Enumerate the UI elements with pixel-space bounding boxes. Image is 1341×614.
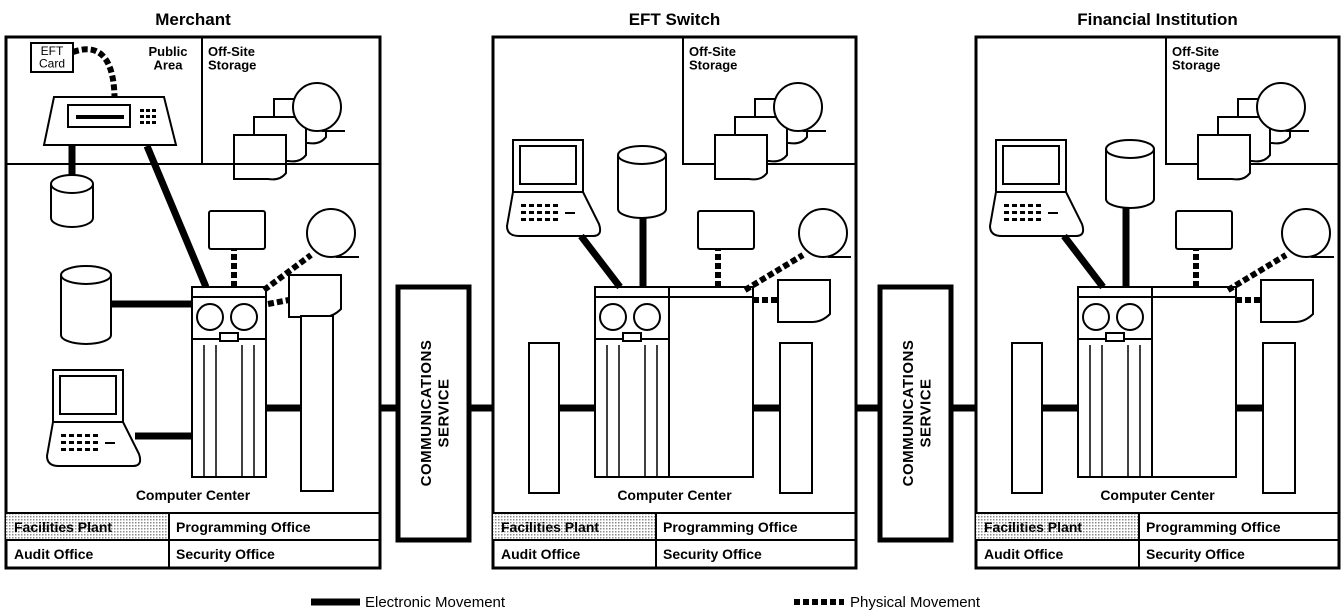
security-office-cell: Security Office <box>663 546 762 562</box>
mainframe-icon <box>192 287 266 477</box>
facilities-plant-cell: Facilities Plant <box>984 519 1082 535</box>
disk-drive-icon <box>51 175 93 227</box>
communications-service-box: COMMUNICATIONSSERVICE <box>398 287 469 540</box>
pos-terminal-icon <box>44 97 176 145</box>
electronic-movement-label: Electronic Movement <box>365 594 506 611</box>
communications-service-box: COMMUNICATIONSSERVICE <box>880 287 951 540</box>
printer-icon <box>1176 211 1232 249</box>
audit-office-cell: Audit Office <box>501 546 581 562</box>
computer-center-label: Computer Center <box>617 487 732 503</box>
facilities-plant-cell: Facilities Plant <box>501 519 599 535</box>
disk-drive-icon <box>1106 140 1154 208</box>
facilities-plant-cell: Facilities Plant <box>14 519 112 535</box>
modem-unit-icon <box>301 316 333 491</box>
computer-center-label: Computer Center <box>1100 487 1215 503</box>
audit-office-cell: Audit Office <box>14 546 94 562</box>
document-icon <box>1261 280 1313 322</box>
panel-title: EFT Switch <box>629 10 721 29</box>
document-icon <box>778 280 830 322</box>
modem-unit-icon <box>529 343 559 493</box>
physical-movement-label: Physical Movement <box>850 594 981 611</box>
printer-icon <box>698 211 754 249</box>
security-office-cell: Security Office <box>1146 546 1245 562</box>
panel-title: Merchant <box>155 10 231 29</box>
modem-unit-icon <box>780 343 812 493</box>
printer-icon <box>209 211 265 249</box>
disk-drive-icon <box>61 266 111 344</box>
mainframe-icon <box>595 287 753 477</box>
modem-unit-icon <box>1012 343 1042 493</box>
document-icon <box>289 275 341 317</box>
panel-title: Financial Institution <box>1077 10 1238 29</box>
programming-office-cell: Programming Office <box>663 519 798 535</box>
computer-center-label: Computer Center <box>136 487 251 503</box>
security-office-cell: Security Office <box>176 546 275 562</box>
audit-office-cell: Audit Office <box>984 546 1064 562</box>
programming-office-cell: Programming Office <box>176 519 311 535</box>
programming-office-cell: Programming Office <box>1146 519 1281 535</box>
modem-unit-icon <box>1263 343 1295 493</box>
legend-electronic: Electronic Movement <box>311 594 506 611</box>
mainframe-icon <box>1078 287 1236 477</box>
legend-physical: Physical Movement <box>794 594 981 611</box>
disk-drive-icon <box>618 146 666 218</box>
